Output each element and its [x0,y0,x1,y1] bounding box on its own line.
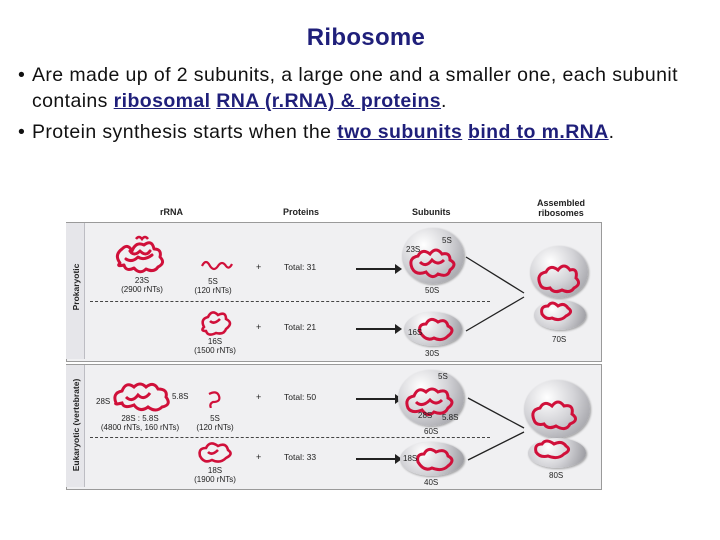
eukaryotic-label: Eukaryotic (vertebrate) [71,378,81,472]
subunit-30s-rna-icon [418,317,454,342]
assembled-80s-label: 80S [549,471,564,480]
assembled-70s-large [530,246,588,298]
eukaryotic-sidebar [66,365,85,487]
highlight-rrna-proteins: RNA (r.RNA) & proteins [216,90,442,112]
header-proteins: Proteins [283,207,320,217]
highlight-two-subunits: two subunits [337,121,463,143]
rrna-16s-label: 16S (1500 rNTs) [194,337,236,355]
rrna-16s-icon [201,311,232,336]
subunit-58s-label: 5.8S [442,413,459,422]
plus-sign: + [256,322,262,332]
bullet-list: • Are made up of 2 subunits, a large one… [18,62,718,145]
highlight-ribosomal: ribosomal [113,90,211,112]
subunit-28s-label: 28S [418,411,433,420]
header-rrna: rRNA [160,207,184,217]
divider-prokaryotic [90,301,490,302]
protein-total-large: Total: 50 [284,392,317,402]
rrna-5s-icon [208,391,221,408]
arrow-small-subunit [356,454,402,464]
divider-eukaryotic [90,437,490,438]
assembled-70s-label: 70S [552,335,567,344]
subunit-40s [400,442,464,476]
assembled-80s-rna-icon [531,400,577,460]
bullet-dot: • [18,64,26,86]
rrna-58s-label: 5.8S [172,392,189,401]
rrna-28s-label: 28S [96,397,111,406]
bullet-dot: • [18,121,26,143]
plus-sign: + [256,262,262,272]
protein-total-small: Total: 21 [284,322,317,332]
arrow-large-subunit [356,264,402,274]
subunit-40s-label: 40S [424,478,439,487]
arrow-large-subunit [356,394,402,404]
header-assembled: Assembled ribosomes [536,198,586,218]
rrna-23s-icon [115,235,165,274]
assembled-70s-rna-icon [537,264,581,322]
rrna-18s-label: 18S (1900 rNTs) [194,466,236,484]
plus-sign: + [256,452,262,462]
prokaryotic-label: Prokaryotic [71,263,81,311]
subunit-40s-rna-icon [416,447,454,472]
rrna-28s-caption: 28S : 5.8S (4800 rNTs, 160 rNTs) [100,414,180,432]
rrna-5s-icon [201,260,233,271]
bullet-item-subunits: • Are made up of 2 subunits, a large one… [18,62,718,114]
subunit-18s-label: 18S [403,454,418,463]
convergence-arrows-prokaryotic [465,256,525,332]
bullet-text: Protein synthesis starts when the [32,121,338,143]
subunit-23s-label: 23S [406,245,421,254]
bullet-end: . [441,90,447,112]
slide-title: Ribosome [306,24,426,51]
subunit-50s-rna-icon [409,248,456,279]
rrna-23s-label: 23S (2900 rNTs) [121,276,163,294]
bullet-item-synthesis: • Protein synthesis starts when the two … [18,119,718,145]
convergence-arrows-eukaryotic [467,397,525,461]
arrow-small-subunit [356,324,402,334]
bullet-text: Are made up of 2 subunits, a large one a… [32,64,678,112]
subunit-50s-label: 50S [425,286,440,295]
bullet-end: . [608,121,615,143]
rrna-5s-label: 5S (120 rNTs) [194,277,232,295]
highlight-bind-mrna: bind to m.RNA [468,121,609,143]
subunit-50s [402,228,464,284]
subunit-5s-label: 5S [442,236,452,245]
header-subunits: Subunits [412,207,451,217]
subunit-60s-label: 60S [424,427,439,436]
protein-total-large: Total: 31 [284,262,317,272]
subunit-60s-rna-icon [405,387,454,417]
protein-total-small: Total: 33 [284,452,317,462]
subunit-16s-label: 16S [408,328,423,337]
plus-sign: + [256,392,262,402]
subunit-5s-label: 5S [438,372,448,381]
prokaryotic-sidebar [66,223,85,359]
rrna-5s-label: 5S (120 rNTs) [196,414,234,432]
subunit-30s-label: 30S [425,349,440,358]
rrna-18s-icon [198,442,232,463]
prokaryotic-panel [66,222,602,362]
rrna-28s-icon [113,382,170,412]
